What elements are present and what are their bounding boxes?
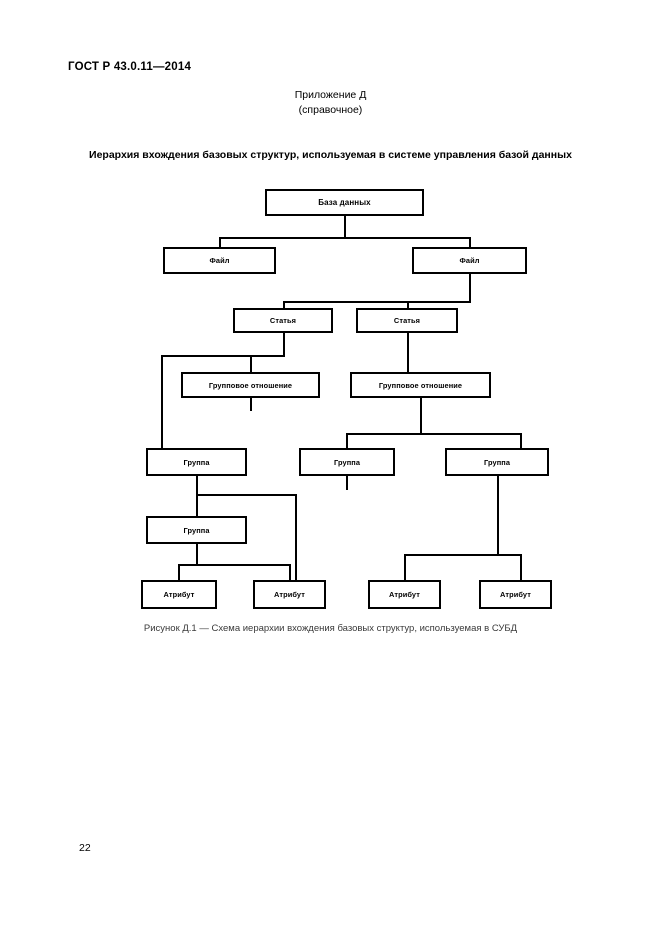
figure-caption: Рисунок Д.1 — Схема иерархии вхождения б… — [143, 623, 518, 634]
edge-database-bus — [219, 237, 471, 240]
edge-group1-right-bus — [196, 494, 297, 497]
edge-to-attribute-2 — [289, 564, 292, 580]
edge-attributes-left-bus — [178, 564, 291, 567]
node-attribute-2: Атрибут — [253, 580, 326, 609]
standard-header: ГОСТ Р 43.0.11—2014 — [68, 61, 192, 73]
page-number: 22 — [79, 842, 91, 854]
edge-to-attribute-3 — [404, 554, 407, 580]
node-group-3: Группа — [445, 448, 549, 476]
node-group-2: Группа — [299, 448, 395, 476]
edge-to-group-3 — [520, 433, 523, 448]
edge-articles-bus — [283, 301, 471, 304]
edge-file-right-down — [469, 273, 472, 303]
appendix-type: (справочное) — [298, 104, 363, 116]
edge-relation-left-stub — [250, 397, 253, 411]
node-file-left: Файл — [163, 247, 276, 274]
edge-to-article-right — [407, 301, 410, 310]
node-relation-right: Групповое отношение — [350, 372, 491, 398]
edge-to-relation-left — [250, 355, 253, 373]
appendix-heading: Приложение Д (справочное) — [0, 88, 661, 118]
edge-to-attribute-4 — [520, 554, 523, 580]
node-file-right: Файл — [412, 247, 527, 274]
edge-to-file-right — [469, 237, 472, 249]
edge-to-attribute-1 — [178, 564, 181, 580]
edge-article-right-down — [407, 331, 410, 373]
node-article-right: Статья — [356, 308, 458, 333]
edge-to-group-2 — [346, 433, 349, 448]
edge-relation-right-down — [420, 397, 423, 435]
node-attribute-3: Атрибут — [368, 580, 441, 609]
edge-article-left-down — [283, 331, 286, 357]
figure-title: Иерархия вхождения базовых структур, исп… — [89, 149, 572, 161]
node-group-1: Группа — [146, 448, 247, 476]
node-attribute-4: Атрибут — [479, 580, 552, 609]
edge-attributes-right-bus — [404, 554, 522, 557]
node-attribute-1: Атрибут — [141, 580, 217, 609]
edge-to-file-left — [219, 237, 222, 249]
edge-group3-down — [497, 476, 500, 556]
edge-relations-bus-left — [161, 355, 285, 358]
edge-group2-stub — [346, 476, 349, 490]
edge-to-article-left — [283, 301, 286, 310]
node-group-4: Группа — [146, 516, 247, 544]
edge-group1-right-drop — [295, 494, 298, 580]
edge-group4-down — [196, 544, 199, 566]
edge-groups-bus — [346, 433, 522, 436]
edge-group1-down — [196, 476, 199, 518]
node-relation-left: Групповое отношение — [181, 372, 320, 398]
appendix-label: Приложение Д — [294, 89, 367, 101]
edge-database-down — [344, 215, 347, 239]
edge-relations-left-drop — [161, 355, 164, 459]
node-article-left: Статья — [233, 308, 333, 333]
node-database: База данных — [265, 189, 424, 216]
